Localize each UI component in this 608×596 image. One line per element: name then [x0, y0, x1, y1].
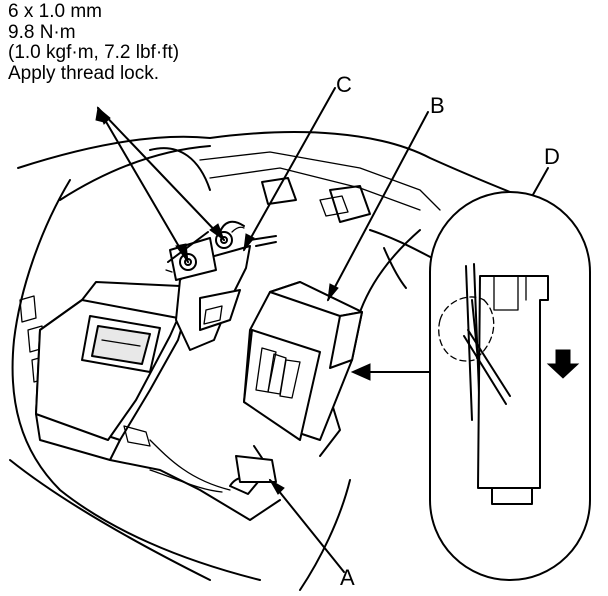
- callout-b: B: [430, 93, 445, 118]
- detail-inset: [429, 191, 591, 581]
- callout-d: D: [544, 144, 560, 169]
- callout-c: C: [336, 72, 352, 97]
- switch-b: [235, 281, 363, 483]
- down-arrow-icon: [546, 349, 580, 379]
- leader-c: [243, 87, 336, 251]
- leader-b: [327, 111, 429, 301]
- bolt-size-label: 6 x 1.0 mm: [8, 1, 102, 22]
- leader-a: [269, 479, 345, 573]
- leader-bolt-left: [97, 107, 189, 263]
- torque-nm-label: 9.8 N·m: [8, 21, 76, 43]
- thread-lock-note: Apply thread lock.: [8, 62, 160, 84]
- connector-a: [235, 455, 277, 483]
- detail-pointer-arrow: [350, 363, 441, 381]
- torque-spec-note: 6 x 1.0 mm 9.8 N·m (1.0 kgf·m, 7.2 lbf·f…: [8, 1, 180, 84]
- leader-bolt-right: [97, 107, 225, 241]
- housing-unit: [35, 281, 281, 521]
- torque-alt-units-label: (1.0 kgf·m, 7.2 lbf·ft): [8, 42, 180, 63]
